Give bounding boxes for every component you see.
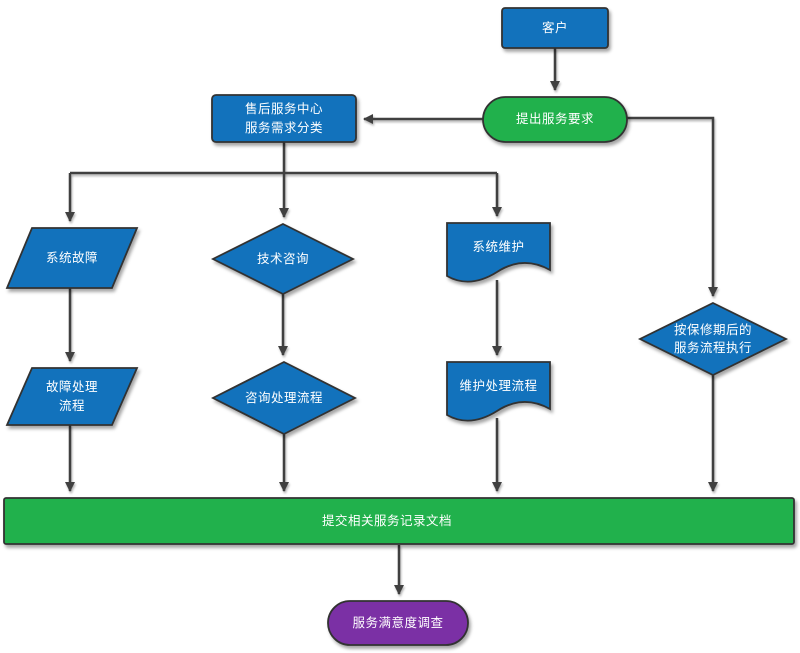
- service-center-shape: [211, 94, 357, 143]
- system-fault-shape: [5, 227, 139, 289]
- connector-request-to-warranty: [627, 116, 718, 297]
- maintain-process-shape: [446, 361, 551, 422]
- survey-shape: [327, 600, 469, 646]
- request-shape: [482, 96, 628, 143]
- nodes: [3, 7, 795, 646]
- connector-center-branch-trunk: [70, 142, 497, 175]
- submit-record-shape: [3, 497, 795, 545]
- fault-process-shape: [5, 367, 139, 426]
- warranty-shape: [637, 301, 789, 377]
- system-maintain-shape: [446, 222, 551, 283]
- tech-consult-shape: [210, 222, 356, 296]
- customer-shape: [501, 7, 609, 49]
- consult-process-shape: [211, 360, 357, 436]
- connectors: [65, 48, 718, 595]
